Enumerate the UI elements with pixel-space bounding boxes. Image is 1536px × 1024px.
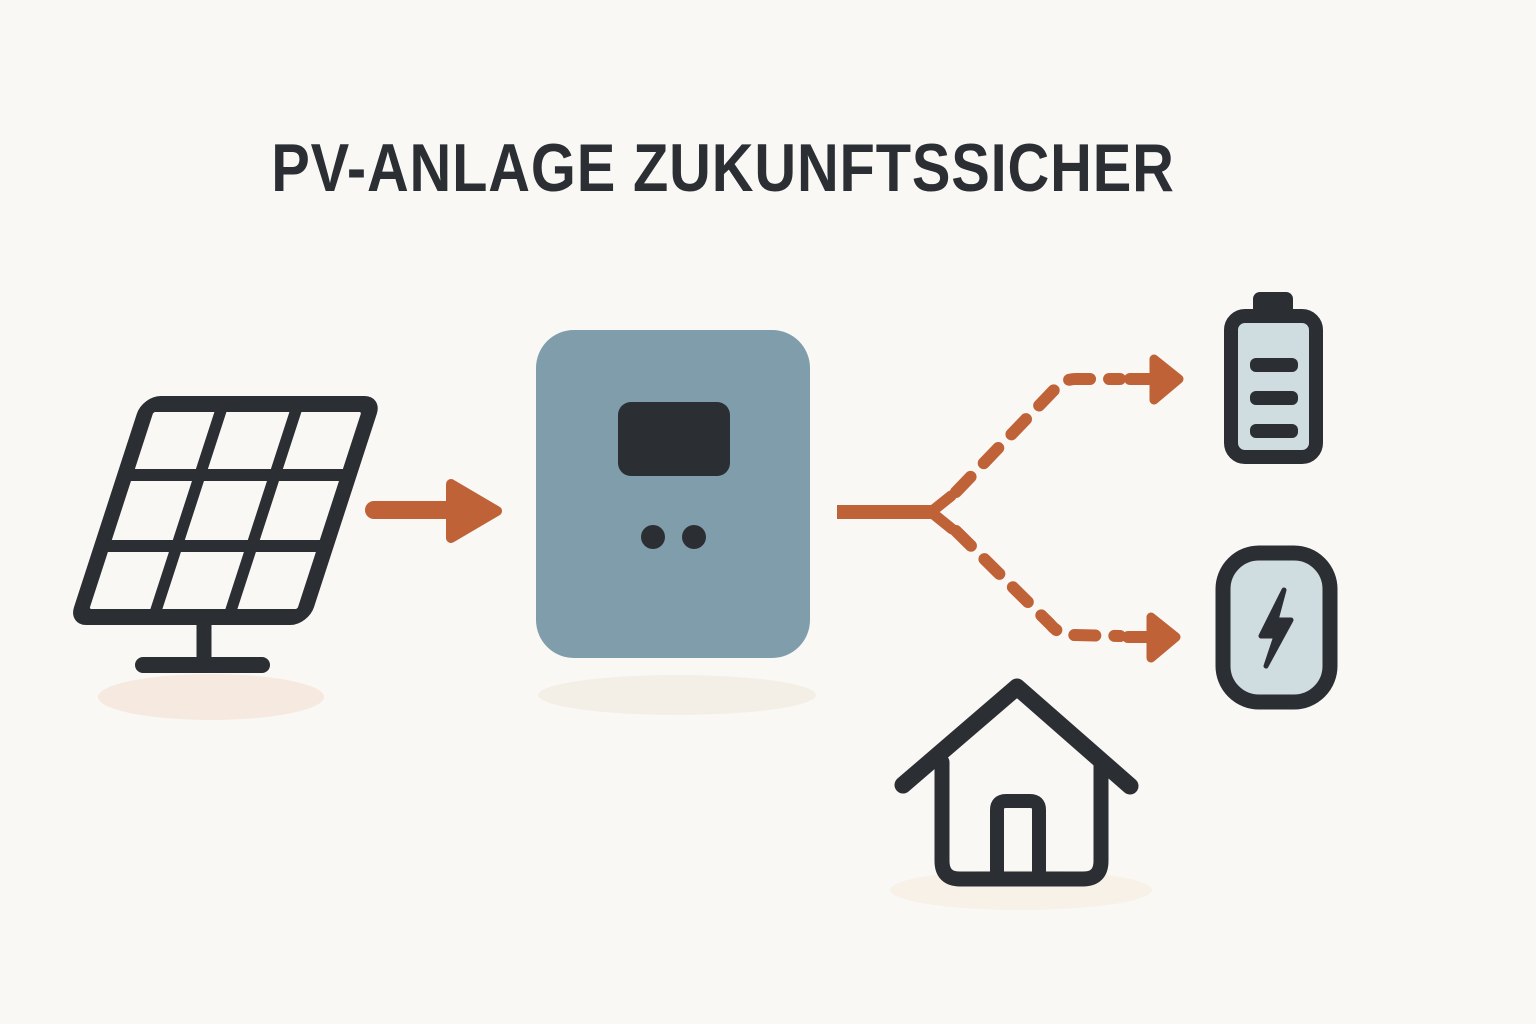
dashed-path-battery: [950, 373, 1126, 498]
battery-icon: [1224, 292, 1323, 464]
house-door: [990, 794, 1046, 883]
house-roof: [894, 678, 1139, 795]
inverter-led: [682, 525, 706, 549]
dashed-path-wallbox: [950, 525, 1126, 642]
inverter-display: [618, 402, 730, 476]
arrow-head: [1146, 612, 1181, 663]
solar-panel-shadow: [98, 674, 324, 720]
arrow-head: [1149, 354, 1184, 405]
ev-charger-lightning-icon: [1215, 545, 1338, 710]
arrow-right-icon: [365, 479, 502, 543]
page-title: PV-ANLAGE ZUKUNFTSSICHER: [271, 130, 1175, 206]
fork-arms: [925, 490, 958, 535]
inverter-icon: [536, 330, 810, 658]
inverter-led: [641, 525, 665, 549]
panel-grid-line: [149, 405, 228, 616]
inverter-shadow: [538, 675, 816, 715]
battery-bar: [1250, 424, 1298, 438]
panel-grid-line: [224, 405, 303, 616]
inverter-body: [536, 330, 810, 658]
battery-bar: [1250, 391, 1298, 405]
dashed-arrow-icon: [950, 354, 1184, 498]
house-icon: [894, 678, 1139, 887]
arrow-head: [446, 479, 502, 543]
dashed-arrow-icon: [950, 525, 1181, 663]
solar-panel-icon: [73, 396, 378, 673]
house-walls: [934, 754, 1109, 887]
battery-bar: [1250, 358, 1298, 372]
battery-body: [1224, 309, 1323, 464]
solar-panel-frame: [73, 396, 378, 625]
split-fork-line: [837, 490, 958, 535]
lightning-bolt-icon: [1258, 587, 1294, 669]
